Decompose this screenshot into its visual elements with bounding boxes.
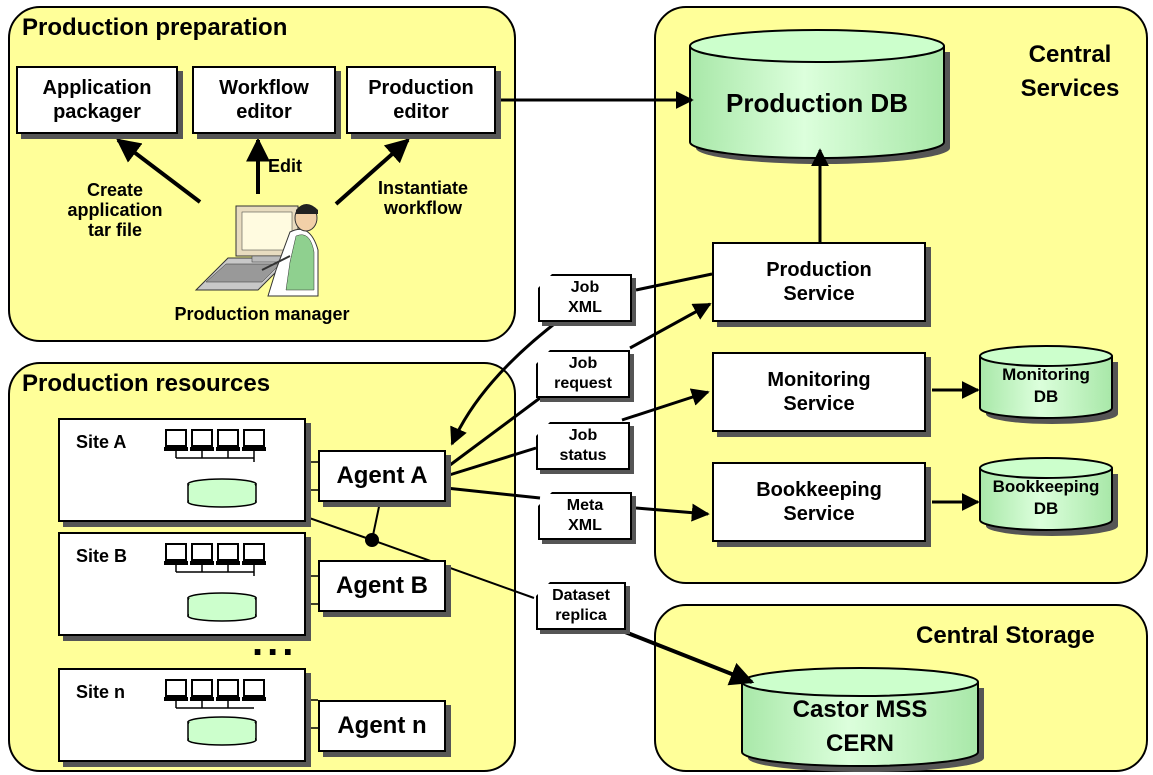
monitoring-db-label: Monitoring DB bbox=[1002, 365, 1090, 406]
meta-xml-line bbox=[445, 486, 541, 500]
instantiate-arrow bbox=[334, 138, 410, 206]
production-service-box: Production Service bbox=[712, 242, 926, 322]
replica-line-out bbox=[371, 539, 535, 599]
create-arrow bbox=[116, 138, 202, 204]
site-n-label: Site n bbox=[76, 682, 126, 702]
job-xml-line bbox=[635, 272, 713, 292]
replica-arrow bbox=[619, 628, 755, 686]
preparation-title: Production preparation bbox=[22, 14, 288, 41]
meta-xml-doc: Meta XML bbox=[538, 492, 632, 540]
job-xml-arrow bbox=[450, 316, 563, 446]
production-db-cylinder bbox=[689, 29, 950, 164]
workflow-editor-box: Workflow editor bbox=[192, 66, 336, 134]
production-manager-label: Production manager bbox=[174, 304, 350, 324]
bookkeeping-service-box: Bookkeeping Service bbox=[712, 462, 926, 542]
job-request-doc: Job request bbox=[536, 350, 630, 398]
dataset-replica-doc: Dataset replica bbox=[536, 582, 626, 630]
production-db-label: Production DB bbox=[726, 87, 908, 118]
job-status-doc: Job status bbox=[536, 422, 630, 470]
site-n-box: Site n bbox=[58, 668, 306, 762]
agent-b-box: Agent B bbox=[318, 560, 446, 612]
edit-label: Edit bbox=[268, 156, 302, 176]
castor-cylinder bbox=[741, 667, 984, 772]
application-packager-box: Application packager bbox=[16, 66, 178, 134]
central-services-title: Central Services bbox=[1020, 41, 1120, 102]
meta-xml-arrow bbox=[635, 503, 710, 522]
more-sites-ellipsis: ... bbox=[252, 620, 298, 664]
replica-junction bbox=[365, 533, 379, 547]
job-xml-doc: Job XML bbox=[538, 274, 632, 322]
site-b-label: Site B bbox=[76, 546, 128, 566]
site-a-label: Site A bbox=[76, 432, 127, 452]
site-a-box: Site A bbox=[58, 418, 306, 522]
job-status-arrow bbox=[621, 388, 710, 422]
castor-label: Castor MSS CERN bbox=[792, 696, 928, 757]
job-request-arrow bbox=[629, 302, 712, 350]
instantiate-label: Instantiate workflow bbox=[377, 178, 469, 218]
job-status-line bbox=[445, 446, 537, 478]
create-label: Create application tar file bbox=[67, 180, 163, 240]
monitoring-service-box: Monitoring Service bbox=[712, 352, 926, 432]
agent-n-box: Agent n bbox=[318, 700, 446, 752]
bookkeeping-db-cylinder bbox=[979, 457, 1118, 536]
bookkeeping-db-label: Bookkeeping DB bbox=[992, 477, 1100, 518]
agent-a-box: Agent A bbox=[318, 450, 446, 502]
production-editor-box: Production editor bbox=[346, 66, 496, 134]
resources-title: Production resources bbox=[22, 370, 271, 397]
job-request-line bbox=[445, 396, 541, 470]
monitoring-db-cylinder bbox=[979, 345, 1118, 424]
central-storage-title: Central Storage bbox=[916, 622, 1095, 649]
